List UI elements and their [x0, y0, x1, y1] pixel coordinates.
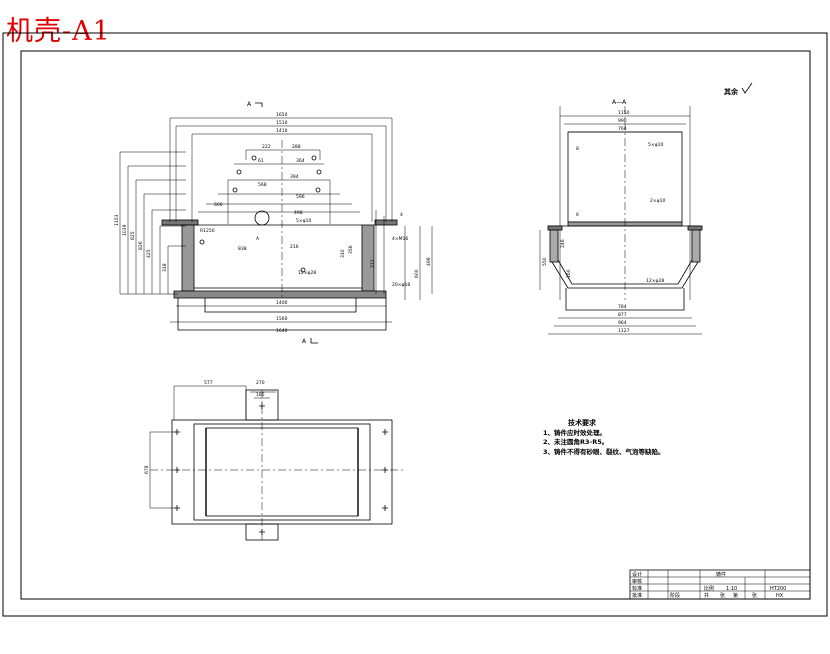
dim: 425: [146, 249, 152, 258]
tb-scale-value: 1:10: [726, 586, 737, 592]
dim: 1153: [114, 214, 120, 226]
tb-row-label: 审核: [632, 578, 642, 585]
dim: 310: [340, 249, 346, 258]
flange-left: [161, 219, 199, 226]
dim: 394: [290, 174, 299, 180]
base-plate: [173, 290, 387, 299]
dim: 678: [144, 465, 150, 474]
tech-item: 3、铸件不得有砂眼、裂纹、气泡等缺陷。: [543, 447, 665, 456]
dim: 160: [566, 269, 572, 278]
roughness-check-icon: [741, 82, 753, 94]
inner-frame: [20, 50, 811, 600]
tech-requirements: 技术要求 1、铸件应时效处理。 2、未注圆角R3-R5。 3、铸件不得有砂眼、裂…: [543, 418, 665, 456]
dim: 826: [138, 241, 144, 250]
tech-item: 1、铸件应时效处理。: [543, 428, 606, 437]
tb-part-name: 铸件: [716, 571, 726, 578]
wall-right: [361, 224, 375, 292]
tb-bottom-label: 张: [720, 592, 725, 599]
dim: 568: [258, 182, 267, 188]
dim: 577: [204, 380, 213, 386]
dim: 1150: [618, 110, 630, 116]
section-view: [539, 106, 703, 335]
tb-bottom-label: 阶段: [670, 592, 680, 599]
front-dims: 1650 1510 1410 222 288 61 364 394 568 59…: [214, 112, 305, 334]
dim: 216: [290, 244, 299, 250]
label: R1250: [200, 228, 215, 234]
dim: 1127: [618, 328, 630, 334]
wall-left: [181, 224, 195, 292]
dim: 318: [162, 263, 168, 272]
title-block: [629, 569, 811, 600]
label: 20×φ18: [392, 282, 410, 288]
dim: 356: [348, 245, 354, 254]
roughness-note: 其余: [724, 87, 739, 96]
dim: 1560: [276, 316, 288, 322]
dim: 964: [618, 320, 627, 326]
dim: 1640: [276, 328, 288, 334]
plan-view: [149, 385, 405, 541]
label: A: [256, 236, 260, 242]
dim: 784: [618, 304, 627, 310]
opening-circle: [254, 210, 270, 226]
title-block-text: 设计 审核 标准 批准 铸件 比例 1:10 HT200 阶段 共 张 第 张 …: [632, 571, 786, 599]
tb-bottom-label: 共: [704, 592, 709, 599]
dim: 364: [296, 158, 305, 164]
label: 2×φ10: [650, 198, 665, 204]
tb-bottom-label: 第: [733, 592, 738, 599]
dim: 496: [426, 257, 432, 266]
label: 5×φ10: [296, 218, 311, 224]
dim: 550: [542, 257, 548, 266]
dim: 212: [370, 259, 376, 268]
tech-title: 技术要求: [568, 418, 597, 427]
dim: 498: [294, 210, 303, 216]
label: 4×M16: [392, 236, 408, 242]
dim: 270: [256, 380, 265, 386]
dim: 61: [258, 158, 264, 164]
tech-item: 2、未注圆角R3-R5。: [543, 437, 608, 446]
dim: 1400: [276, 300, 288, 306]
plan-text: 577 270 185 678: [144, 380, 265, 474]
dim: 222: [262, 144, 271, 150]
dim: 764: [618, 126, 627, 132]
dim: 185: [256, 392, 265, 398]
dim: 600: [414, 269, 420, 278]
dim: 288: [292, 144, 301, 150]
section-mark-top: A: [247, 101, 252, 108]
label: 4: [400, 212, 403, 218]
tb-row-label: 标准: [632, 585, 642, 592]
section-title: A—A: [612, 99, 627, 106]
label: 6: [576, 212, 579, 218]
dim: 990: [618, 118, 627, 124]
dim: 1410: [276, 128, 288, 134]
label: 8: [576, 146, 579, 152]
dim: 1510: [276, 120, 288, 126]
section-text: A—A 1150 990 764 784 877 964 1127 550 24…: [542, 99, 665, 334]
label: 5×φ10: [648, 142, 663, 148]
dim: 596: [296, 194, 305, 200]
dim: 1650: [276, 112, 288, 118]
plan-outer: [171, 419, 393, 525]
tb-code: HX: [776, 593, 784, 599]
dim: 1039: [122, 224, 128, 236]
dim: 877: [618, 312, 627, 318]
label: 12×φ28: [298, 270, 316, 276]
front-view: A A: [119, 101, 433, 345]
tb-bottom-label: 张: [752, 592, 757, 599]
dim: 838: [238, 246, 247, 252]
sheet-title: 机壳-A1: [6, 16, 111, 47]
front-labels: A 5×φ10 4 4×M16 20×φ18 12×φ28 R1250: [200, 212, 410, 288]
label: 12×φ28: [646, 278, 664, 284]
tb-row-label: 设计: [632, 571, 642, 578]
dim: 825: [130, 231, 136, 240]
outer-frame: [2, 32, 828, 617]
tb-scale-label: 比例: [704, 585, 714, 592]
tb-material: HT200: [770, 586, 786, 592]
front-dims-vertical: 1153 1039 825 826 425 318 310 356 212 60…: [114, 214, 432, 278]
dim: 600: [214, 202, 223, 208]
section-mark-bottom: A: [302, 338, 307, 345]
tb-row-label: 批准: [632, 592, 642, 599]
dim: 246: [560, 239, 566, 248]
